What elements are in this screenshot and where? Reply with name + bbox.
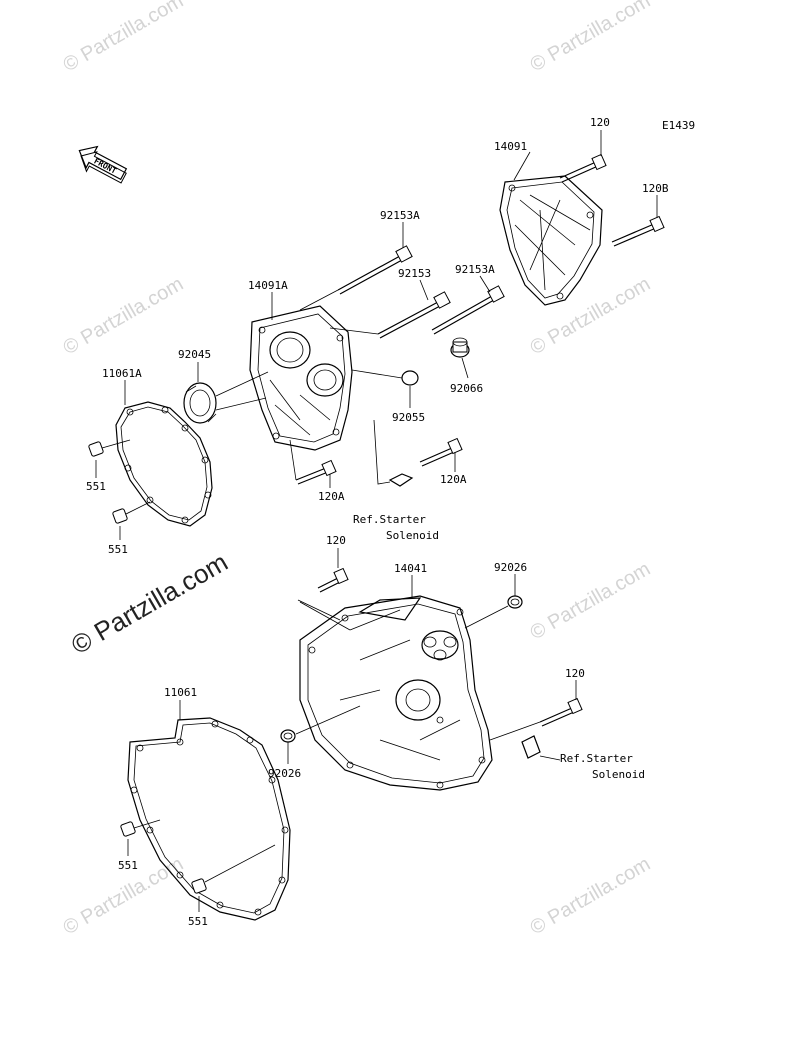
front-arrow-icon: FRONT: [78, 145, 128, 184]
watermark: © Partzilla.com: [60, 273, 188, 359]
label-120b: 120B: [642, 182, 669, 195]
label-14091a: 14091A: [248, 279, 288, 292]
dowel-551: [112, 501, 151, 524]
label-551: 551: [118, 859, 138, 872]
diagram-code: E1439: [662, 119, 695, 132]
bolt-120-low: [539, 697, 583, 727]
part-14091a-cover: [249, 305, 353, 451]
part-92055-oring: [401, 370, 419, 386]
label-92153: 92153: [398, 267, 431, 280]
part-14091-cover: [499, 175, 603, 306]
label-120: 120: [590, 116, 610, 129]
starter-solenoid-bracket: [521, 735, 561, 761]
label-92045: 92045: [178, 348, 211, 361]
part-11061-gasket: [127, 717, 291, 921]
watermark: © Partzilla.com: [527, 558, 655, 644]
label-92066: 92066: [450, 382, 483, 395]
watermark: © Partzilla.com: [527, 273, 655, 359]
label-92153a: 92153A: [380, 209, 420, 222]
ref-starter-label: Ref.Starter: [353, 513, 426, 526]
bolt-92153a-1: [337, 245, 413, 295]
dowel-551: [120, 819, 161, 837]
watermark-large: © Partzilla.com: [66, 547, 233, 661]
label-11061a: 11061A: [102, 367, 142, 380]
bolt-120b: [611, 215, 665, 247]
dowel-551: [88, 439, 131, 457]
part-92026-plug: [507, 595, 523, 609]
label-92026: 92026: [494, 561, 527, 574]
ref-solenoid-label: Solenoid: [386, 529, 439, 542]
watermarks: © Partzilla.com © Partzilla.com © Partzi…: [60, 0, 655, 939]
ref-solenoid-label: Solenoid: [592, 768, 645, 781]
label-120: 120: [326, 534, 346, 547]
label-551: 551: [188, 915, 208, 928]
bolt-120a: [419, 437, 463, 467]
dowel-551: [191, 844, 276, 894]
bolt-92153a-2: [431, 285, 505, 335]
part-92066-plug: [450, 337, 470, 358]
label-120a: 120A: [318, 490, 345, 503]
part-11061a-gasket: [115, 401, 213, 527]
bolt-120-top: [559, 153, 607, 183]
part-92045-bearing: [183, 371, 269, 424]
bolt-120-mid: [317, 567, 349, 593]
bolt-92153: [377, 291, 451, 339]
ref-starter-label: Ref.Starter: [560, 752, 633, 765]
label-14041: 14041: [394, 562, 427, 575]
label-551: 551: [108, 543, 128, 556]
part-14041-case-cover: [299, 595, 493, 791]
watermark: © Partzilla.com: [60, 0, 188, 76]
starter-solenoid-bracket: [373, 419, 414, 487]
watermark: © Partzilla.com: [527, 853, 655, 939]
bolt-120a: [295, 459, 337, 485]
label-92153a: 92153A: [455, 263, 495, 276]
label-14091: 14091: [494, 140, 527, 153]
label-11061: 11061: [164, 686, 197, 699]
label-120: 120: [565, 667, 585, 680]
label-92055: 92055: [392, 411, 425, 424]
label-120a: 120A: [440, 473, 467, 486]
part-92026-plug: [280, 729, 296, 743]
label-551: 551: [86, 480, 106, 493]
watermark: © Partzilla.com: [527, 0, 655, 76]
